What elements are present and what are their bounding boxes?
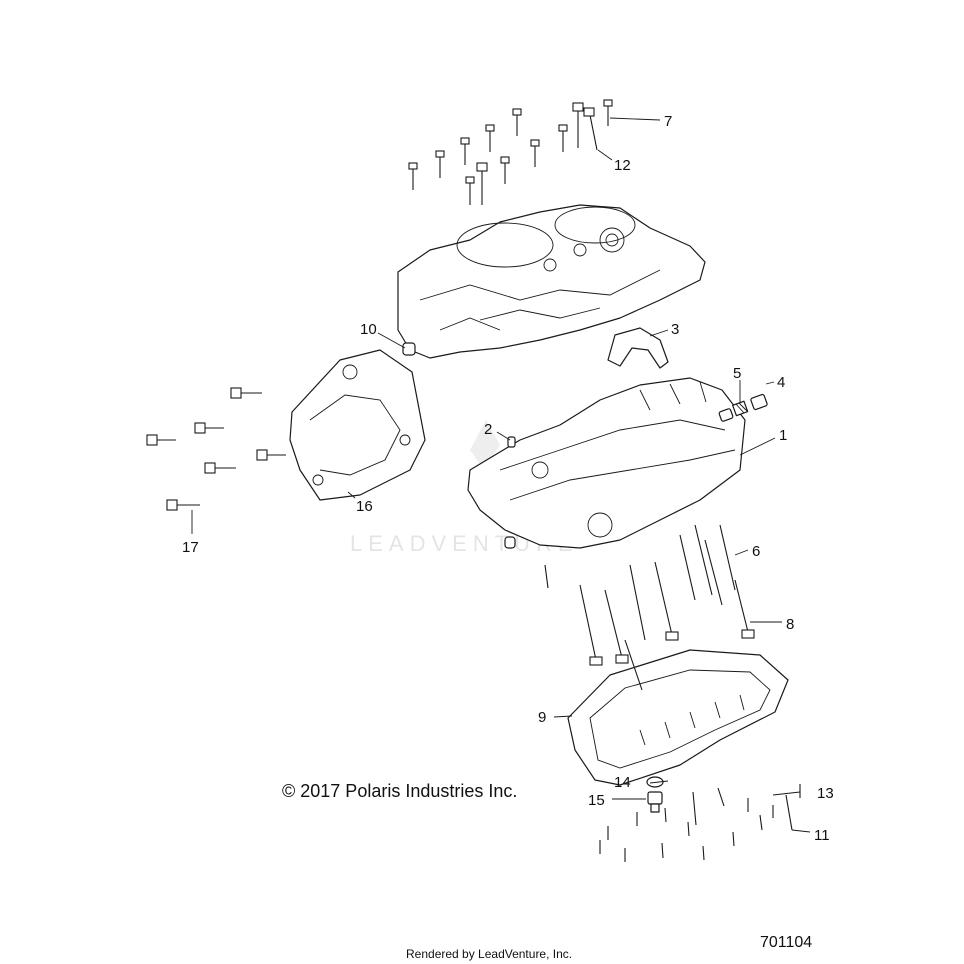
callout-6: 6 <box>752 543 760 560</box>
callout-17: 17 <box>182 539 199 556</box>
drain-plug-part-15 <box>647 791 663 813</box>
bolts-small-11-13 <box>599 784 801 862</box>
callout-7: 7 <box>664 113 672 130</box>
bolts-long-6-8 <box>544 524 755 691</box>
small-dowel <box>504 536 516 549</box>
callout-1: 1 <box>779 427 787 444</box>
leader-lines <box>191 117 811 833</box>
dowel-part-2 <box>507 436 516 448</box>
gasket-part-3 <box>607 327 669 369</box>
oil-pan-part-9 <box>567 649 789 786</box>
dowel-part-10 <box>402 342 416 356</box>
plug-part-4 <box>750 393 768 411</box>
spring-part-5 <box>718 400 749 422</box>
callout-5: 5 <box>733 365 741 382</box>
callout-2: 2 <box>484 421 492 438</box>
callout-13: 13 <box>817 785 834 802</box>
callout-labels: 7 12 10 3 5 4 2 1 16 17 6 8 9 14 13 15 1… <box>182 113 834 844</box>
render-credit: Rendered by LeadVenture, Inc. <box>406 947 572 961</box>
callout-3: 3 <box>671 321 679 338</box>
copyright-notice: © 2017 Polaris Industries Inc. <box>282 781 517 801</box>
bolts-part-17 <box>146 387 286 511</box>
lower-crankcase-part-1 <box>467 377 746 549</box>
callout-15: 15 <box>588 792 605 809</box>
callout-16: 16 <box>356 498 373 515</box>
callout-10: 10 <box>360 321 377 338</box>
callout-4: 4 <box>777 374 785 391</box>
callout-12: 12 <box>614 157 631 174</box>
figure-id: 701104 <box>760 934 812 951</box>
bolts-top <box>408 99 613 205</box>
cover-part-16 <box>289 349 426 501</box>
callout-8: 8 <box>786 616 794 633</box>
callout-14: 14 <box>614 774 631 791</box>
callout-11: 11 <box>814 827 830 844</box>
upper-crankcase <box>397 204 706 359</box>
callout-9: 9 <box>538 709 546 726</box>
